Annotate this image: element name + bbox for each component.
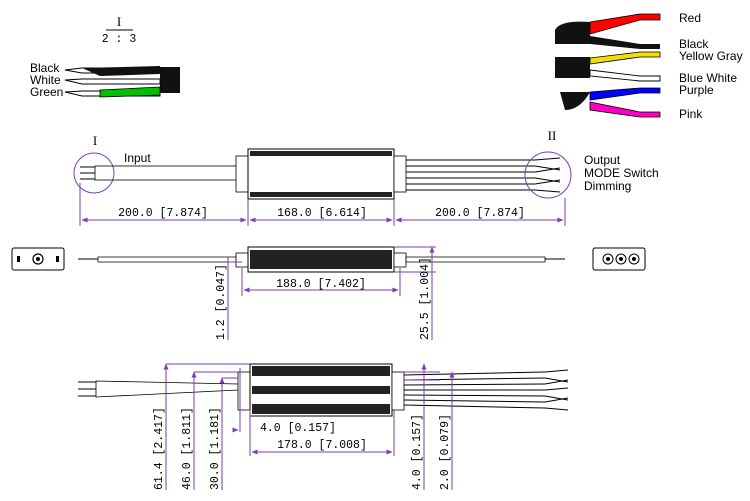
output-label: Output <box>584 153 621 167</box>
side-view: 188.0 [7.402] 1.2 [0.047] 25.5 [1.004] <box>11 246 646 340</box>
dim-bottom-length: 178.0 [7.008] <box>277 439 367 452</box>
detail-scale-ratio: 2 : 3 <box>102 33 137 46</box>
input-wire-detail: Black White Green <box>30 61 180 99</box>
top-view: I Input II Output MODE Switch Dimming 20… <box>73 128 659 226</box>
dim-bottom-61: 61.4 [2.417] <box>153 407 166 490</box>
output-wire-pink: Pink <box>679 107 703 121</box>
output-wire-blue-white: Blue White <box>679 71 737 85</box>
input-wire-green: Green <box>30 85 63 99</box>
dimming-label: Dimming <box>584 179 631 193</box>
dim-top-left: 200.0 [7.874] <box>118 207 208 220</box>
dim-side-small: 1.2 [0.047] <box>215 264 228 340</box>
input-label: Input <box>124 151 151 165</box>
dim-bottom-right-2: 2.0 [0.079] <box>439 414 452 490</box>
dim-bottom-right-4: 4.0 [0.157] <box>411 414 424 490</box>
detail-scale: I 2 : 3 <box>102 14 137 46</box>
dim-bottom-small: 4.0 [0.157] <box>260 422 336 435</box>
bottom-view: 4.0 [0.157] 178.0 [7.008] 61.4 [2.417] 4… <box>78 363 569 490</box>
output-wire-yellow-gray: Yellow Gray <box>679 49 743 63</box>
input-wire-black: Black <box>30 61 60 75</box>
dim-bottom-30: 30.0 [1.181] <box>209 407 222 490</box>
dim-bottom-46: 46.0 [1.811] <box>181 407 194 490</box>
dim-side-length: 188.0 [7.402] <box>276 278 366 291</box>
dim-top-right: 200.0 [7.874] <box>435 207 525 220</box>
output-wire-purple: Purple <box>679 83 714 97</box>
detail-scale-numeral: I <box>117 14 121 29</box>
output-wire-black: Black <box>679 37 709 51</box>
detail-two-label: II <box>548 128 557 143</box>
detail-one-label: I <box>93 133 97 148</box>
dim-side-height: 25.5 [1.004] <box>419 257 432 340</box>
output-wire-detail: Red Black Yellow Gray Blue White Purple … <box>555 11 743 121</box>
dim-top-middle: 168.0 [6.614] <box>277 207 367 220</box>
output-wire-red: Red <box>679 11 701 25</box>
input-wire-white: White <box>30 73 61 87</box>
mode-switch-label: MODE Switch <box>584 166 659 180</box>
